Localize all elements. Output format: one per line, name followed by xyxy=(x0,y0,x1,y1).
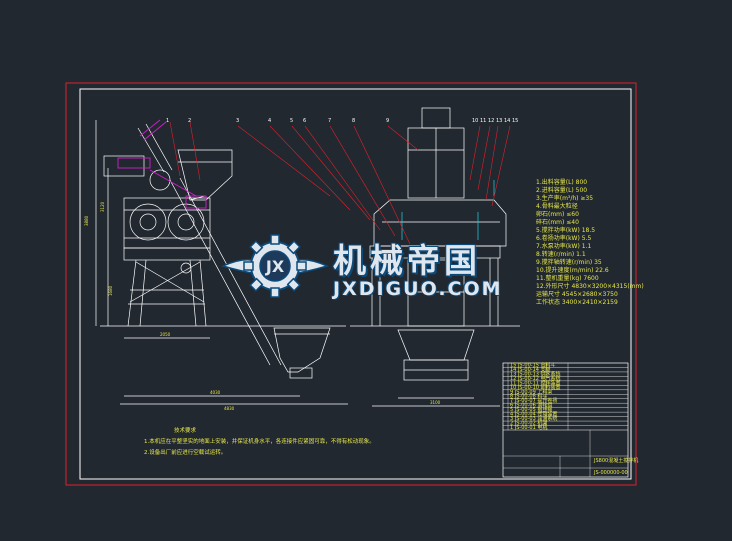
bom-row: 5 JS-00-05 钢丝绳 xyxy=(510,406,552,413)
part-number: 5 xyxy=(290,118,293,124)
part-number: 8 xyxy=(352,118,355,124)
part-numbers: 1 2 3 4 5 6 7 8 9 10 11 12 13 14 15 xyxy=(166,118,518,124)
dimension-text: 3120 xyxy=(100,201,105,212)
bom-row: 13 JS-00-13 供水系统 xyxy=(510,370,561,377)
bom-row: 1 JS-00-01 电机 xyxy=(510,424,547,431)
part-number: 6 xyxy=(303,118,306,124)
bom-row: 8 JS-00-08 料斗 xyxy=(510,393,547,400)
part-number: 13 xyxy=(496,118,502,124)
notes-title: 技术要求 xyxy=(174,426,197,434)
spec-line: 1.出料容量(L) 800 xyxy=(536,178,587,186)
part-number: 3 xyxy=(236,118,239,124)
bom-row: 4 JS-00-04 传动装置 xyxy=(510,411,557,418)
spec-line: 碎石(mm) ≤40 xyxy=(536,218,579,226)
part-number: 10 xyxy=(472,118,478,124)
spec-line: 4.骨料最大粒径 xyxy=(536,202,578,210)
spec-line: 11.整机重量(kg) 7600 xyxy=(536,274,599,282)
outer-border xyxy=(65,82,637,486)
dimension-text: 4030 xyxy=(210,390,221,395)
spec-line: 10.提升速度(m/min) 22.6 xyxy=(536,266,609,274)
bom-row: 10 JS-00-10 卸料装置 xyxy=(510,384,561,391)
part-number: 9 xyxy=(386,118,389,124)
dimension-text: 1680 xyxy=(108,285,113,296)
part-number: 7 xyxy=(328,118,331,124)
bom-row: 9 JS-00-09 上料架 xyxy=(510,388,552,395)
cyan-accents xyxy=(401,180,495,240)
watermark-title-en: JXDIGUO.COM xyxy=(333,278,503,300)
dimension-text: 2050 xyxy=(160,332,171,337)
logo-letters: JX xyxy=(265,257,285,276)
side-view xyxy=(95,120,348,405)
part-number: 2 xyxy=(188,118,191,124)
bom-row: 12 JS-00-12 电气系统 xyxy=(510,375,561,382)
inner-border xyxy=(79,88,632,480)
spec-line: 5.搅拌功率(kW) 18.5 xyxy=(536,226,595,234)
drum-wheels xyxy=(129,169,205,274)
note-line: 1.本机应在平整坚实的地面上安装，并保证机身水平，各连接件应紧固可靠，不得有松动… xyxy=(144,437,375,445)
bom-row: 3 JS-00-03 润滑系统 xyxy=(510,415,557,422)
bom-row: 15 JS-00-15 出料斗 xyxy=(510,361,556,368)
part-number: 4 xyxy=(268,118,271,124)
part-number: 15 xyxy=(512,118,518,124)
part-number: 11 xyxy=(480,118,486,124)
spec-line: 2.进料容量(L) 500 xyxy=(536,186,587,194)
spec-line: 卵石(mm) ≤60 xyxy=(536,210,579,218)
leader-lines xyxy=(169,121,511,245)
part-number: 1 xyxy=(166,118,169,124)
bom-row: 6 JS-00-06 滑轮组 xyxy=(510,402,552,409)
gear-wings-logo-icon: JX xyxy=(220,234,330,298)
spec-line: 6.卷扬功率(kW) 5.5 xyxy=(536,234,591,242)
spec-line: 7.水泵功率(kW) 1.1 xyxy=(536,242,591,250)
drawing-number: JS-000000-00 xyxy=(593,470,628,476)
watermark: JX 机械帝国 JXDIGUO.COM xyxy=(215,232,515,304)
part-number: 14 xyxy=(504,118,510,124)
watermark-title-cn: 机械帝国 xyxy=(333,241,481,280)
technical-notes: 技术要求 1.本机应在平整坚实的地面上安装，并保证机身水平，各连接件应紧固可靠，… xyxy=(144,426,375,456)
dimension-text: 3100 xyxy=(430,400,441,405)
spec-line: 12.外形尺寸 4830×3200×4315(mm) xyxy=(536,282,644,290)
bom-row: 2 JS-00-02 机架 xyxy=(510,420,547,427)
dimension-text: 4830 xyxy=(224,406,235,411)
spec-line: 工作状态 3400×2410×2159 xyxy=(536,298,618,306)
dimension-text: 3880 xyxy=(84,215,89,226)
spec-line: 8.转速(r/min) 1.1 xyxy=(536,250,586,258)
part-number: 12 xyxy=(488,118,494,124)
spec-line: 9.搅拌轴转速(r/min) 35 xyxy=(536,258,602,266)
motor-assembly xyxy=(117,119,207,209)
bom-row: 14 JS-00-14 支腿 xyxy=(510,366,551,373)
spec-line: 运输尺寸 4545×2680×3750 xyxy=(536,290,618,298)
dimension-labels: 3880 3120 2050 1680 4030 3100 4830 xyxy=(84,201,441,411)
front-view xyxy=(350,107,520,407)
bom-row: 11 JS-00-11 搅拌装置 xyxy=(510,379,561,386)
spec-list: 1.出料容量(L) 800 2.进料容量(L) 500 3.生产率(m³/h) … xyxy=(536,178,644,306)
product-title: JS800混凝土搅拌机 xyxy=(593,457,638,464)
bom-row: 7 JS-00-07 提升卷扬 xyxy=(510,397,557,404)
spec-line: 3.生产率(m³/h) ≥35 xyxy=(536,194,593,202)
note-line: 2.设备出厂前应进行空载试运转。 xyxy=(144,448,226,456)
